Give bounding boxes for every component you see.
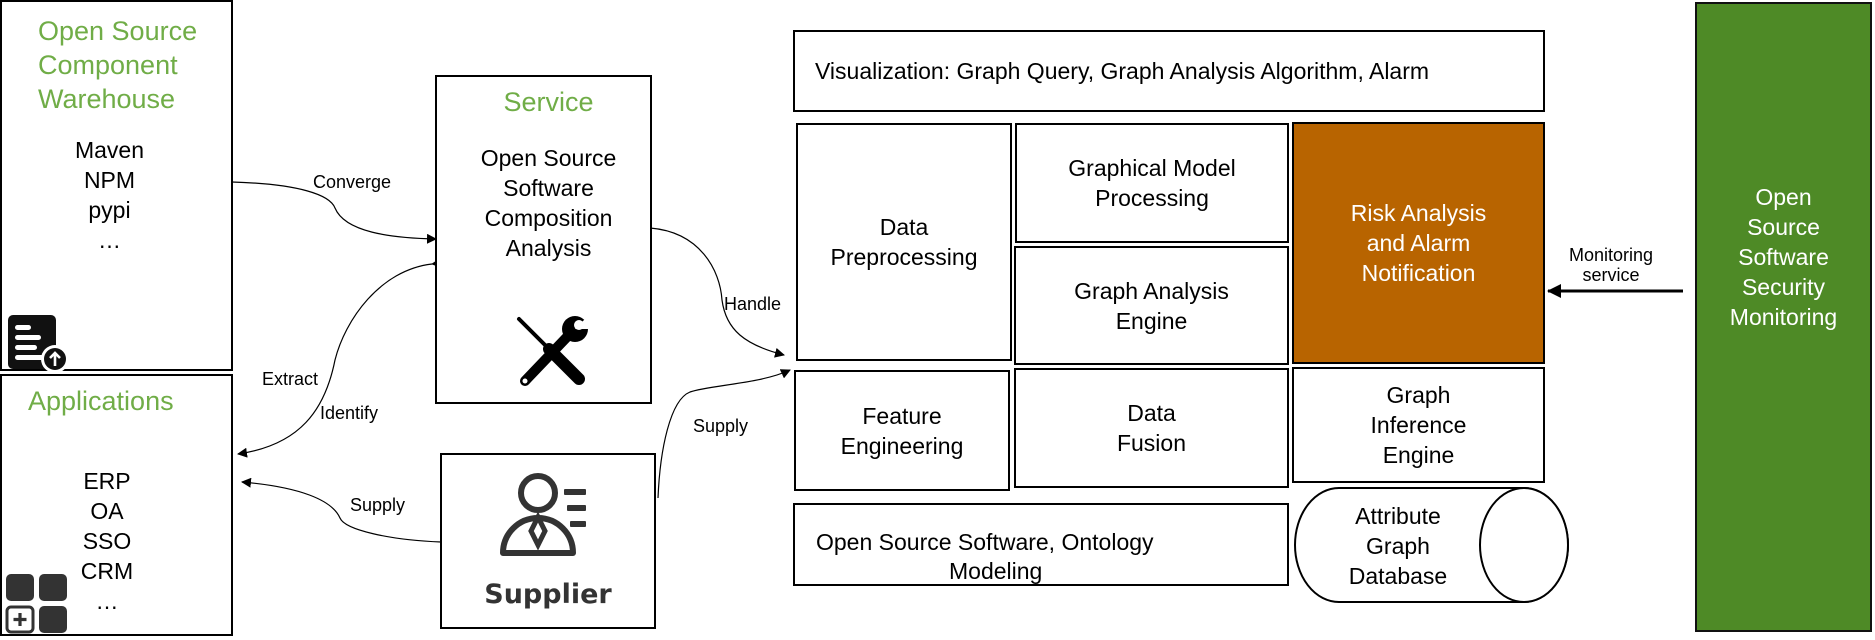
visualization-box: Visualization: Graph Query, Graph Analys… (793, 30, 1545, 112)
list-item: CRM (80, 558, 134, 584)
app-grid-add-icon (5, 574, 67, 634)
attribute-graph-database (1294, 487, 1569, 603)
service-description: Open Source Software Composition Analysi… (480, 145, 617, 261)
edge-label-identify: Identify (320, 403, 379, 423)
edge-label-supply-left: Supply (350, 495, 406, 515)
person-list-icon (500, 473, 586, 556)
handle-arrow (649, 227, 785, 358)
list-item: … (95, 588, 119, 614)
warehouse-title: Open Source Component Warehouse (38, 16, 198, 114)
data-fusion-box: Data Fusion (1014, 368, 1289, 488)
extract-identify-arrow (237, 257, 442, 458)
security-monitoring-panel: Open Source Software Security Monitoring (1695, 2, 1872, 632)
tools-wrench-screwdriver-icon (517, 316, 589, 386)
supply-to-applications-arrow (241, 477, 442, 543)
graphical-model-processing-box: Graphical Model Processing (1015, 123, 1289, 243)
list-item: SSO (82, 528, 132, 554)
graph-inference-engine-box: Graph Inference Engine (1292, 367, 1545, 483)
applications-box: Applications ERP OA SSO CRM … (0, 374, 233, 636)
supplier-box: Supplier (440, 453, 656, 629)
list-item: ERP (83, 468, 131, 494)
service-box: Service Open Source Software Composition… (435, 75, 652, 404)
edge-label-handle: Handle (724, 294, 782, 314)
data-preprocessing-box: Data Preprocessing (796, 123, 1012, 361)
applications-items: ERP OA SSO CRM … (52, 466, 162, 616)
database-label: Attribute Graph Database (1348, 503, 1448, 589)
list-item: NPM (83, 167, 136, 193)
list-item: … (98, 227, 121, 253)
list-item: pypi (88, 197, 131, 223)
feature-engineering-box: Feature Engineering (794, 370, 1010, 491)
applications-title: Applications (28, 386, 174, 416)
database-cylinder-end (1479, 487, 1569, 603)
edge-label-monitoring-service: Monitoring service (1568, 245, 1654, 285)
edge-label-converge: Converge (313, 172, 392, 192)
edge-label-extract: Extract (262, 369, 319, 389)
service-title: Service (503, 87, 594, 117)
document-upload-icon (8, 315, 69, 373)
warehouse-items: Maven NPM pypi … (52, 135, 167, 255)
edge-label-supply-right: Supply (693, 416, 749, 436)
warehouse-box: Open Source Component Warehouse Maven NP… (0, 0, 233, 373)
list-item: OA (90, 498, 124, 524)
graph-analysis-engine-box: Graph Analysis Engine (1014, 246, 1289, 365)
list-item: Maven (74, 137, 145, 163)
risk-analysis-box: Risk Analysis and Alarm Notification (1292, 122, 1545, 364)
supplier-label: Supplier (484, 579, 612, 610)
ontology-modeling-box: Open Source Software, Ontology Modeling (793, 503, 1289, 586)
